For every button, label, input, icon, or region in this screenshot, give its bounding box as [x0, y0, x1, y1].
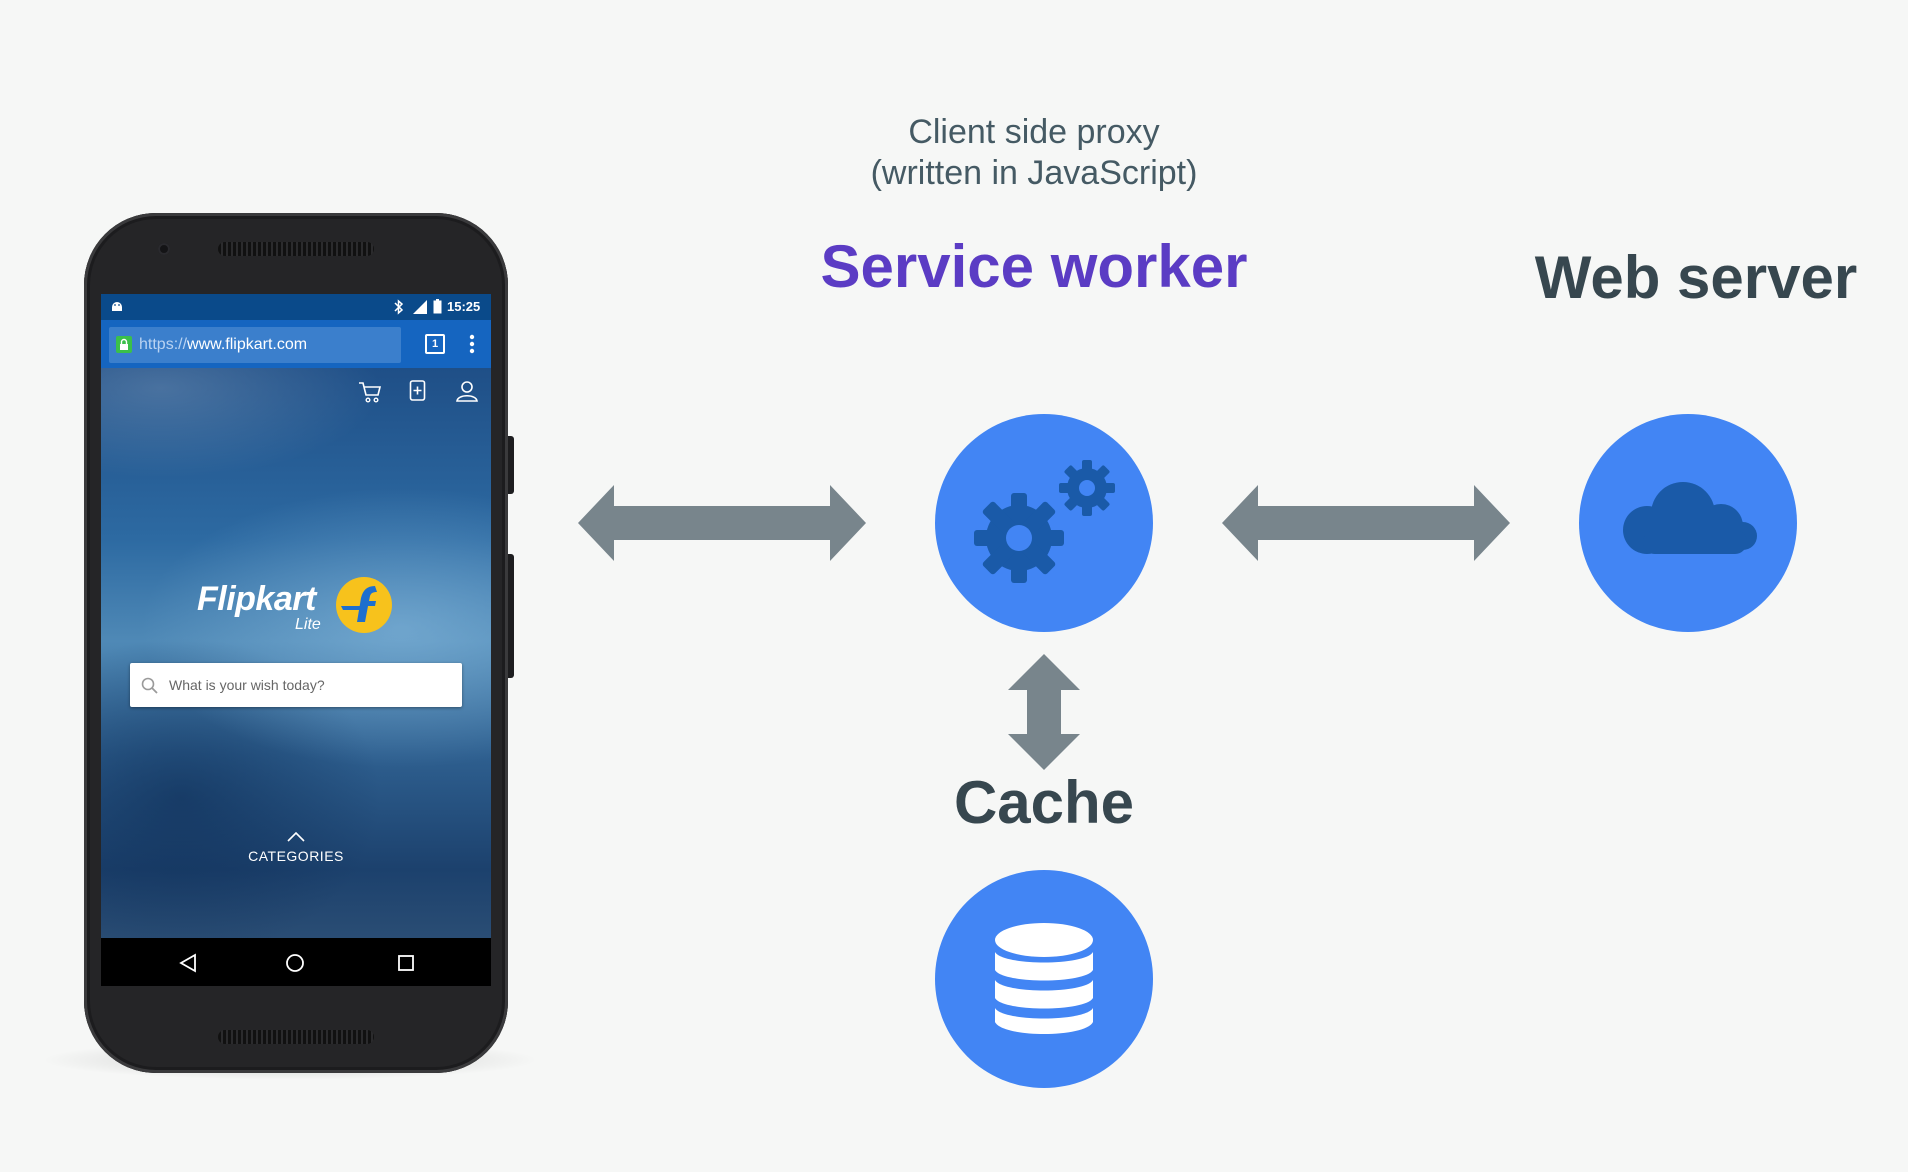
url-host: www.flipkart.com: [187, 336, 308, 353]
url-bar[interactable]: https://www.flipkart.com: [109, 327, 401, 363]
top-speaker: [218, 242, 374, 256]
url-text: https://www.flipkart.com: [139, 336, 307, 354]
cart-icon[interactable]: [357, 380, 383, 404]
database-icon: [995, 923, 1093, 1034]
service-worker-to-server-arrow: [1222, 485, 1510, 561]
android-nav-bar: [101, 938, 491, 986]
account-icon[interactable]: [455, 379, 479, 403]
cache-label: Cache: [953, 769, 1135, 836]
logo-wordmark: Flipkart: [197, 580, 316, 618]
overflow-menu-icon[interactable]: [469, 334, 475, 354]
service-worker-node: [935, 414, 1153, 632]
search-icon: [141, 677, 158, 694]
subtitle-line-2: (written in JavaScript): [870, 154, 1198, 192]
bluetooth-icon: [394, 299, 404, 315]
recents-icon[interactable]: [397, 954, 415, 972]
subtitle-line-1: Client side proxy: [908, 113, 1160, 151]
categories-label[interactable]: CATEGORIES: [248, 848, 344, 864]
tab-switcher-button[interactable]: 1: [425, 334, 445, 354]
back-icon[interactable]: [179, 953, 197, 973]
lock-icon: [116, 336, 132, 353]
android-icon: [112, 302, 122, 311]
flipkart-lite-logo: Flipkart Lite: [197, 577, 397, 648]
service-worker-to-cache-arrow: [1008, 654, 1080, 770]
cache-node: [935, 870, 1153, 1088]
logo-sub: Lite: [295, 616, 321, 633]
chevron-up-icon[interactable]: [287, 832, 305, 842]
flipkart-page: Flipkart Lite CATEGORIES: [101, 368, 491, 938]
url-scheme: https://: [139, 336, 188, 353]
search-placeholder: What is your wish today?: [169, 677, 325, 693]
front-camera: [158, 243, 170, 255]
status-time: 15:25: [447, 299, 481, 314]
flipkart-f-icon: [336, 577, 392, 633]
phone-volume-button: [508, 554, 514, 678]
phone-power-button: [508, 436, 514, 494]
search-box[interactable]: What is your wish today?: [130, 663, 462, 707]
status-bar: 15:25: [101, 294, 491, 320]
battery-icon: [433, 299, 442, 314]
gears-icon: [974, 460, 1115, 583]
home-icon[interactable]: [285, 953, 305, 973]
phone-to-service-worker-arrow: [578, 485, 866, 561]
service-worker-label: Service worker: [820, 233, 1248, 300]
bottom-speaker: [218, 1030, 374, 1044]
cloud-icon: [1623, 482, 1757, 554]
web-server-label: Web server: [1534, 244, 1858, 311]
add-page-icon[interactable]: [409, 379, 427, 403]
tab-count: 1: [431, 338, 439, 350]
web-server-node: [1579, 414, 1797, 632]
phone-screen: 15:25 https://www.flipkart.com 1: [101, 294, 491, 986]
signal-icon: [413, 300, 427, 314]
service-worker-description: Client side proxy (written in JavaScript…: [834, 112, 1234, 194]
browser-toolbar: https://www.flipkart.com 1: [101, 320, 491, 368]
